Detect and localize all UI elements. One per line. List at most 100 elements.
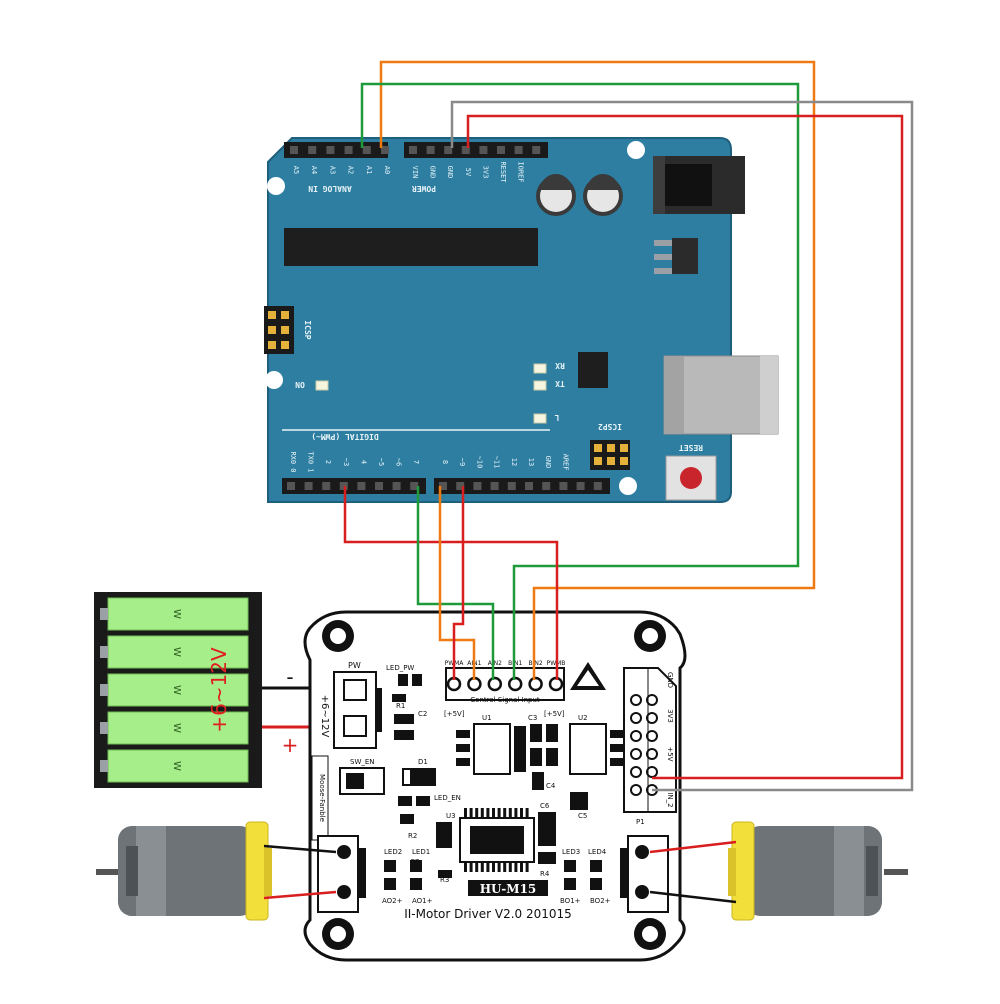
- u3-label: U3: [446, 812, 456, 820]
- header-pin: [322, 482, 331, 490]
- c2-b: [394, 730, 414, 740]
- c4: [532, 772, 544, 790]
- icsp2-pin: [620, 444, 628, 452]
- c2-label: C2: [418, 710, 427, 718]
- digital-pin-label: ~10: [475, 456, 483, 469]
- tx-label: TX: [555, 379, 565, 388]
- digital-pin-row: [287, 482, 602, 490]
- driver-mount-hole: [634, 620, 666, 652]
- battery-cell-mark: W: [171, 685, 182, 695]
- header-pin: [490, 482, 499, 490]
- motor-driver-board: +6~12V PW LED_PW R1 C2 Moose-Fanble SW_E…: [303, 610, 687, 962]
- c5-label: C5: [578, 812, 587, 820]
- wire-d7-green: [416, 486, 495, 680]
- analog-pin-label: A0: [383, 166, 391, 174]
- mount-hole: [627, 141, 645, 159]
- motor-b-terminal: [620, 835, 669, 913]
- power-pin-label: VIN: [411, 166, 419, 179]
- header-pin: [357, 482, 366, 490]
- digital-pin-label: 4: [359, 460, 367, 464]
- enable-switch[interactable]: [339, 767, 385, 795]
- header-pin: [525, 482, 533, 490]
- p1-pin-label: IN_2: [666, 792, 674, 807]
- header-pin: [426, 146, 435, 154]
- header-pin: [381, 146, 389, 154]
- wire-a0-orange: [379, 60, 816, 680]
- battery-cell-terminal: [100, 684, 108, 696]
- p1-pin: [630, 694, 642, 706]
- p1-pin-label: 3V3: [666, 709, 674, 723]
- digital-pin-label: ~5: [377, 458, 385, 466]
- ao2-label: AO2+: [382, 897, 403, 905]
- header-pin: [593, 482, 602, 490]
- analog-pin-label: A4: [310, 166, 318, 174]
- u3-pin: [480, 862, 484, 872]
- reset-button[interactable]: [665, 455, 717, 501]
- p1-pin: [646, 730, 658, 742]
- r1: [392, 694, 406, 702]
- wire-gnd-gray: [450, 100, 914, 792]
- wire-d8-orange: [438, 486, 476, 680]
- u3-pin: [514, 808, 518, 818]
- u3-pin: [497, 808, 501, 818]
- icsp-pin: [268, 311, 276, 319]
- u3-pin: [508, 808, 512, 818]
- mount-hole: [267, 177, 285, 195]
- analog-header: [284, 142, 388, 158]
- model-label: HU-M15: [480, 882, 537, 896]
- p1-pin: [646, 694, 658, 706]
- motor-a-terminal: [317, 835, 366, 913]
- driver-power-input-label: +6~12V: [319, 695, 330, 738]
- signal-pin: [528, 676, 543, 692]
- on-led: [315, 380, 329, 391]
- signal-wires: [343, 60, 914, 792]
- capacitor-1: [536, 174, 576, 216]
- icsp2-pin: [607, 444, 615, 452]
- battery-cell: [107, 635, 249, 669]
- c5: [570, 792, 588, 810]
- ao1-label: AO1+: [412, 897, 433, 905]
- u3-pin: [486, 862, 490, 872]
- p1-pin: [630, 784, 642, 796]
- u3-pin: [464, 808, 467, 818]
- rx-label: RX: [555, 361, 565, 370]
- dc-power-jack: [653, 156, 745, 214]
- header-pin: [344, 146, 353, 154]
- esd-warning-icon: [570, 662, 606, 690]
- header-pin: [514, 146, 523, 154]
- battery-cell: [107, 711, 249, 745]
- icsp-pin: [268, 341, 276, 349]
- icsp2-pin: [607, 457, 615, 465]
- icsp2-header: ICSP2: [590, 422, 630, 470]
- led4-label: LED4: [588, 848, 607, 856]
- wire-d3-red: [343, 486, 559, 680]
- analog-pin-label: A5: [292, 166, 300, 174]
- icsp-label: ICSP: [303, 320, 312, 339]
- power-pin-label: GND: [446, 166, 454, 179]
- header-pin: [473, 482, 482, 490]
- usb-controller-chip: [578, 352, 608, 388]
- analog-pin-label: A2: [347, 166, 355, 174]
- led1-label: LED1: [412, 848, 430, 856]
- voltage-regulator: [654, 238, 698, 274]
- p1-pin-label: +5V: [666, 746, 674, 761]
- c4-label: C4: [546, 782, 556, 790]
- brand-label: Moose-Fanble: [318, 774, 326, 822]
- r4: [538, 852, 556, 864]
- motor-a: [96, 821, 272, 921]
- header-pin: [444, 146, 453, 154]
- icsp2-pin: [594, 457, 602, 465]
- wire-5v-red: [466, 114, 904, 780]
- header-pin: [392, 482, 401, 490]
- l-label: L: [554, 413, 559, 422]
- header-pin: [497, 146, 505, 154]
- reset-label: RESET: [679, 443, 703, 452]
- icsp-pin: [281, 326, 289, 334]
- signal-pin-label: BIN2: [528, 660, 542, 667]
- digital-pin-label: GND: [544, 456, 552, 469]
- header-pin: [542, 482, 551, 490]
- icsp-pin: [281, 341, 289, 349]
- driver-mount-hole: [322, 620, 354, 652]
- power-header-label: POWER: [412, 184, 436, 193]
- power-pin-label: 3V3: [481, 166, 489, 179]
